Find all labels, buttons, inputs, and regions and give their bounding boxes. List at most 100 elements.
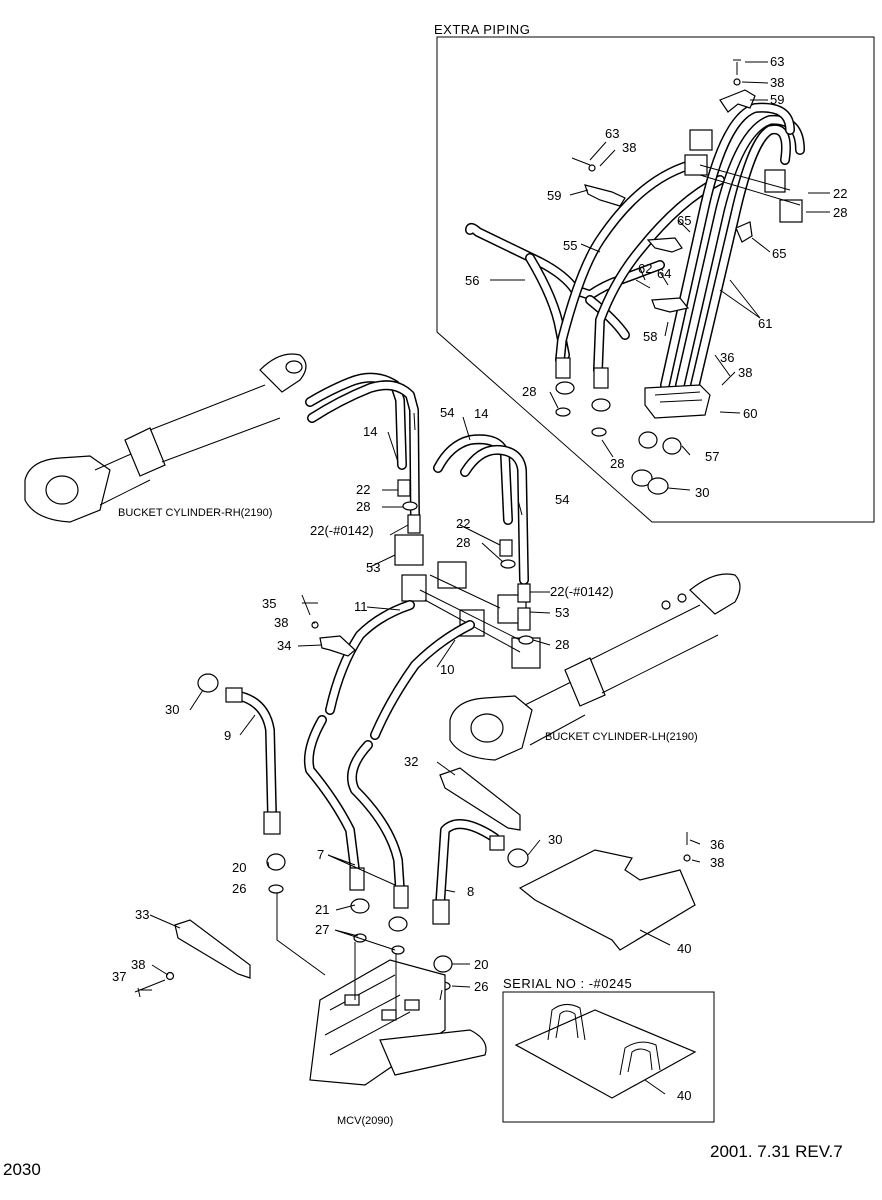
bracket-block	[684, 129, 803, 223]
label-38-a: 38	[274, 615, 288, 630]
oring-26-a	[268, 884, 284, 894]
clamp-59-a	[719, 89, 756, 113]
label-65-b: 65	[772, 246, 786, 261]
plug-57-b	[662, 437, 682, 455]
label-57: 57	[705, 449, 719, 464]
washer-38-b	[683, 854, 691, 862]
label-33: 33	[135, 907, 149, 922]
label-28-a: 28	[833, 205, 847, 220]
label-21: 21	[315, 902, 329, 917]
label-38-b: 38	[622, 140, 636, 155]
label-22-a: 22	[356, 482, 370, 497]
label-35: 35	[262, 596, 276, 611]
nut-b	[591, 398, 611, 412]
pipes-14-54-right	[433, 434, 529, 585]
label-28-c: 28	[555, 637, 569, 652]
washer-38-b	[588, 164, 596, 172]
oring-27-b	[391, 945, 405, 955]
fitting-22-a	[397, 479, 411, 497]
label-63-a: 63	[770, 54, 784, 69]
label-40-serial: 40	[677, 1088, 691, 1103]
bolt-62	[635, 279, 651, 289]
extra-piping-title: EXTRA PIPING	[434, 22, 530, 37]
caption-bucket-cylinder-rh: BUCKET CYLINDER-RH(2190)	[118, 507, 272, 519]
cap-30-b	[647, 477, 669, 495]
label-28-a: 28	[356, 499, 370, 514]
fitting-a	[555, 357, 571, 379]
label-55: 55	[563, 238, 577, 253]
label-26-b: 26	[474, 979, 488, 994]
label-22-b: 22	[456, 516, 470, 531]
plate-40-serial	[514, 1009, 697, 1099]
pipe-8	[435, 819, 500, 910]
label-54-b: 54	[555, 492, 569, 507]
label-36: 36	[720, 350, 734, 365]
oring-28-b	[555, 407, 571, 417]
pipes-10-11	[325, 600, 475, 740]
nut-a	[555, 381, 575, 395]
nut-20-b	[433, 955, 453, 973]
main-assembly: 14 54 14 54 22 28 22(-#0142) 22 28 53 22…	[24, 353, 741, 1127]
bucket-cylinder-lh	[449, 573, 741, 761]
washer-38-c	[165, 971, 175, 981]
pipe-9	[230, 690, 277, 820]
label-26-a: 26	[232, 881, 246, 896]
label-30: 30	[695, 485, 709, 500]
oring-28-c	[518, 635, 534, 645]
fitting-8-top	[489, 835, 505, 851]
fitting-b	[593, 367, 609, 389]
fitting-9-bot	[263, 811, 281, 835]
label-22-n1: 22(-#0142)	[310, 523, 374, 538]
label-28-c: 28	[610, 456, 624, 471]
nut-21-b	[388, 916, 408, 932]
plate-40	[518, 849, 696, 951]
fitting-7-a	[349, 867, 365, 891]
label-22: 22	[833, 186, 847, 201]
caption-mcv: MCV(2090)	[337, 1115, 393, 1127]
label-8: 8	[467, 884, 474, 899]
bolt-37	[134, 979, 166, 998]
label-22-n2: 22(-#0142)	[550, 584, 614, 599]
oring-28-b	[500, 559, 516, 569]
label-27: 27	[315, 922, 329, 937]
label-62: 62	[638, 261, 652, 276]
label-20-a: 20	[232, 860, 246, 875]
cap-30-a	[631, 469, 653, 487]
fitting-53-b	[517, 607, 531, 631]
bolt-63-b	[571, 157, 591, 166]
label-61: 61	[758, 316, 772, 331]
fitting-22-n2	[517, 583, 531, 603]
label-38-a: 38	[770, 75, 784, 90]
nut-21-a	[350, 898, 370, 914]
oring-28-a	[402, 501, 418, 511]
clip-34	[319, 635, 356, 657]
bolt-63-a	[733, 59, 741, 75]
fitting-8-bot	[432, 899, 450, 925]
date-revision: 2001. 7.31 REV.7	[710, 1142, 843, 1161]
handle-a	[547, 1004, 586, 1041]
oring-28-c	[591, 427, 607, 437]
label-32: 32	[404, 754, 418, 769]
clamp-32	[439, 767, 521, 831]
label-54-a: 54	[440, 405, 454, 420]
label-28-b: 28	[522, 384, 536, 399]
label-38-c: 38	[738, 365, 752, 380]
label-63-b: 63	[605, 126, 619, 141]
clamp-59-b	[584, 184, 626, 207]
label-14-a: 14	[363, 424, 377, 439]
label-30-b: 30	[548, 832, 562, 847]
label-56: 56	[465, 273, 479, 288]
label-40-a: 40	[677, 941, 691, 956]
serial-frame	[502, 991, 715, 1123]
label-9: 9	[224, 728, 231, 743]
label-14-b: 14	[474, 406, 488, 421]
serial-title: SERIAL NO : -#0245	[503, 976, 632, 991]
serial-inset: SERIAL NO : -#0245 40	[502, 976, 715, 1123]
mcv-valve	[309, 959, 487, 1086]
pipe-55	[555, 160, 725, 375]
label-53-a: 53	[366, 560, 380, 575]
fitting-22-b	[499, 539, 513, 557]
extra-piping-frame	[436, 36, 875, 523]
clamp-58	[651, 297, 690, 313]
clamp-33	[174, 919, 251, 979]
